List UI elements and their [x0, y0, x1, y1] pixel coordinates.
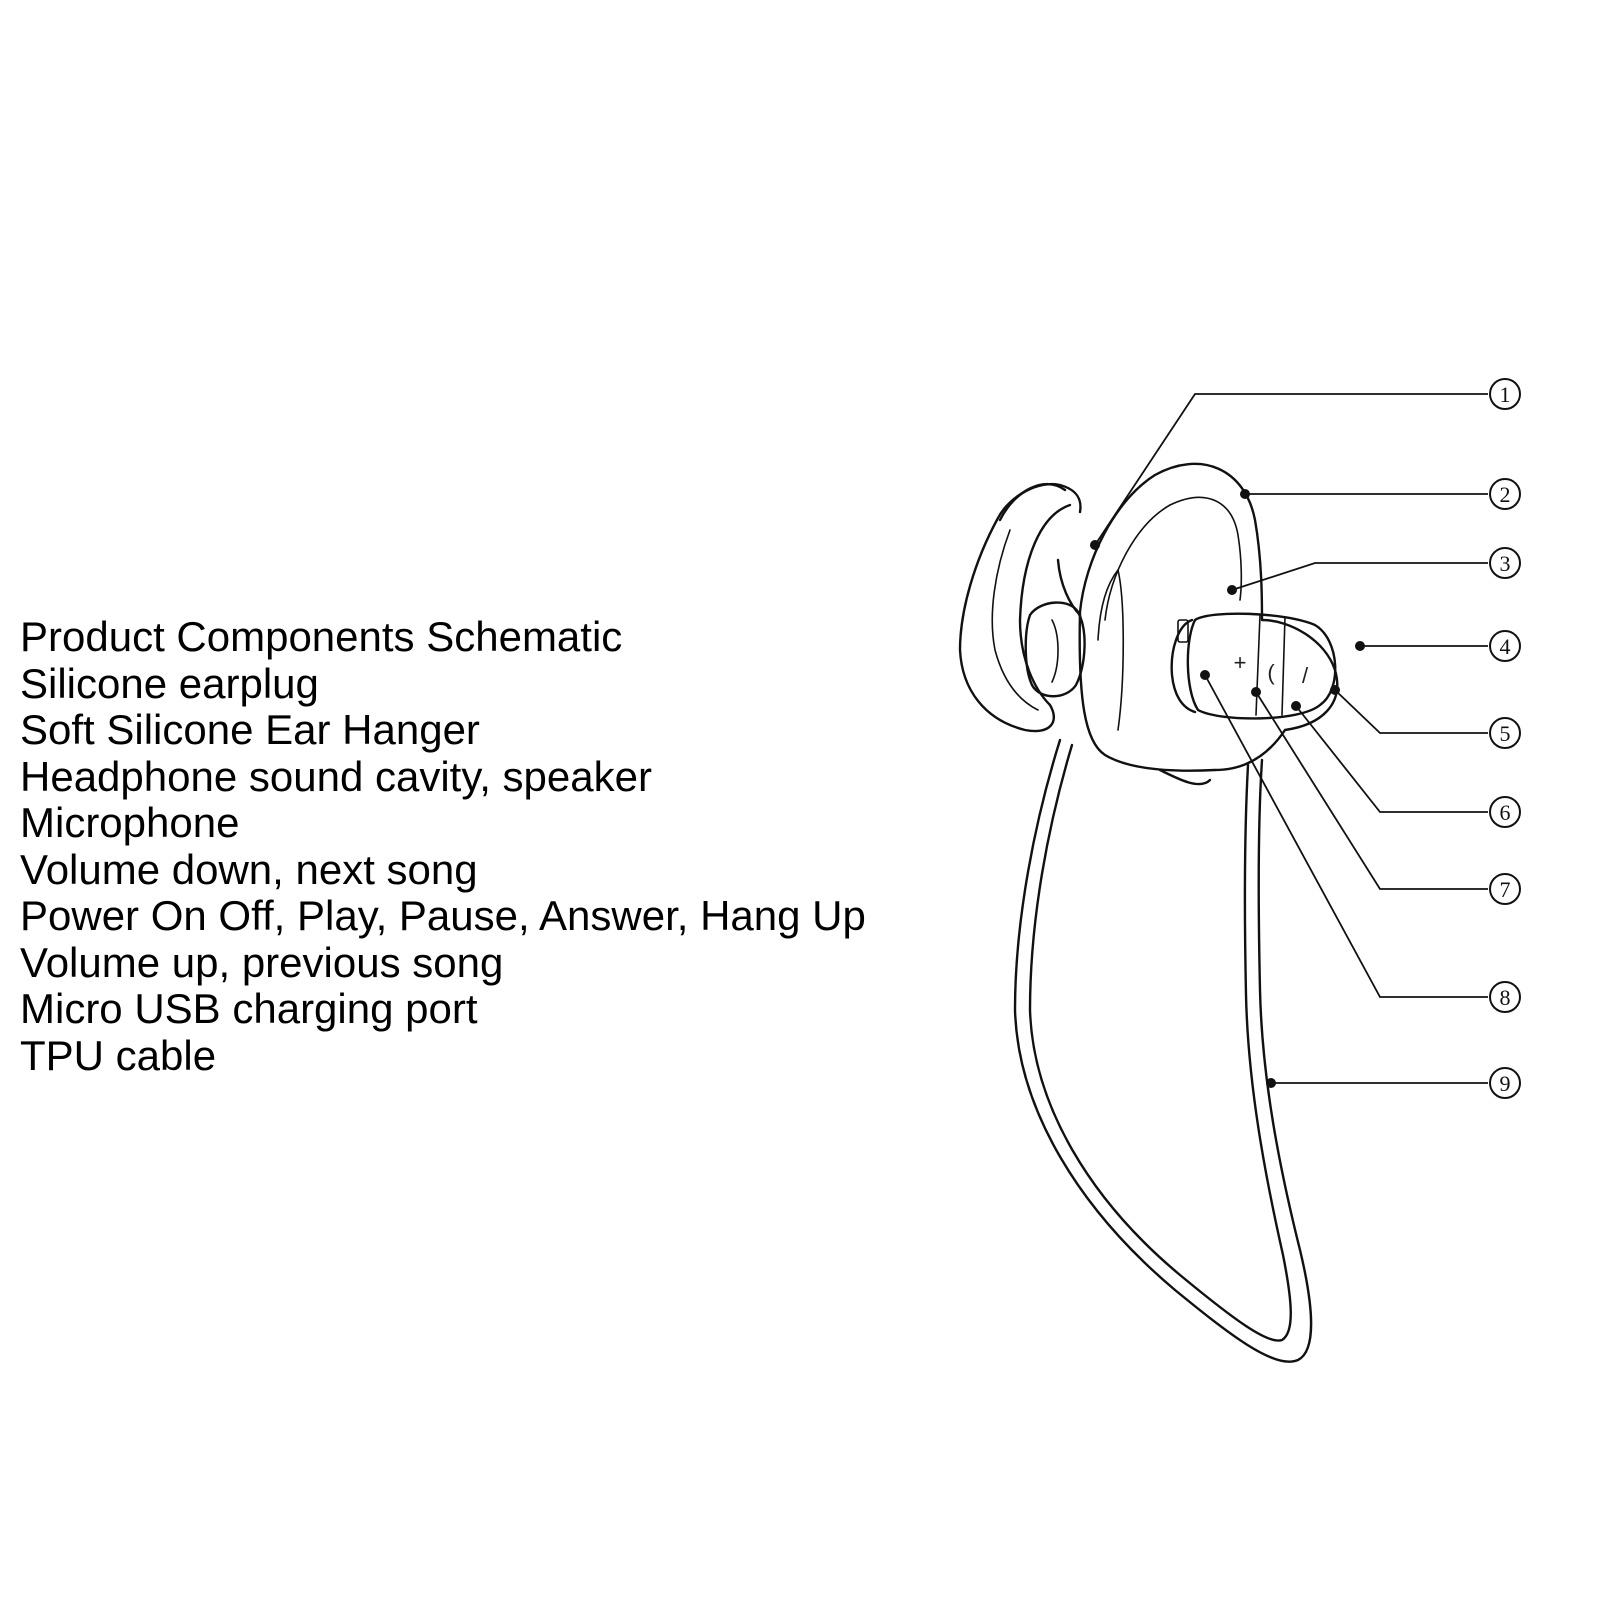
callout-number-7: 7 — [1500, 877, 1511, 902]
callout-number-1: 1 — [1500, 382, 1511, 407]
component-label-2: Soft Silicone Ear Hanger — [20, 706, 480, 753]
earplug-ring — [1051, 619, 1059, 683]
control-panel — [1186, 612, 1337, 720]
volume-up-plus-icon: + — [1234, 650, 1247, 675]
callout-number-2: 2 — [1500, 482, 1511, 507]
callout-number-4: 4 — [1500, 634, 1511, 659]
component-list: Product Components Schematic Silicone ea… — [20, 613, 866, 1079]
volume-down-minus-icon: / — [1302, 663, 1309, 688]
callout-number-6: 6 — [1500, 800, 1511, 825]
anchor-dot-9 — [1266, 1078, 1276, 1088]
callout-3: 3 — [1227, 547, 1521, 595]
panel-divider-2 — [1281, 616, 1286, 716]
anchor-dot-2 — [1240, 489, 1250, 499]
callout-number-3: 3 — [1500, 551, 1511, 576]
callout-circle-3 — [1489, 547, 1521, 579]
anchor-dot-4 — [1355, 641, 1365, 651]
panel-divider-1 — [1255, 614, 1261, 716]
leader-line-1 — [1094, 393, 1488, 546]
component-label-9: TPU cable — [20, 1031, 217, 1079]
callout-7: 7 — [1251, 687, 1521, 905]
callout-5: 5 — [1330, 685, 1521, 749]
component-label-8: Micro USB charging port — [20, 985, 478, 1032]
callout-circle-6 — [1489, 796, 1521, 828]
component-label-1: Silicone earplug — [20, 659, 319, 707]
usb-port-slot — [1177, 619, 1189, 643]
callout-4: 4 — [1355, 630, 1521, 662]
callout-circle-9 — [1489, 1067, 1521, 1099]
callout-circle-2 — [1489, 478, 1521, 510]
callout-number-9: 9 — [1500, 1071, 1511, 1096]
anchor-dot-3 — [1227, 585, 1237, 595]
callout-8: 8 — [1200, 670, 1521, 1013]
component-label-5: Volume down, next song — [20, 845, 478, 893]
front-body-ridge — [1097, 569, 1125, 731]
tpu-cable-outer — [1013, 738, 1313, 1363]
diagram-heading: Product Components Schematic — [20, 613, 623, 660]
anchor-dot-7 — [1251, 687, 1261, 697]
leader-line-6 — [1295, 705, 1488, 813]
anchor-dot-8 — [1200, 670, 1210, 680]
tpu-cable-inner — [1028, 743, 1292, 1342]
callout-circle-7 — [1489, 873, 1521, 905]
component-label-3: Headphone sound cavity, speaker — [20, 752, 652, 800]
callout-6: 6 — [1291, 701, 1521, 828]
leader-line-7 — [1255, 691, 1488, 890]
earplug-tip — [1024, 601, 1086, 698]
callout-1: 1 — [1090, 378, 1521, 550]
phone-button-icon: ( — [1267, 660, 1275, 685]
callout-number-5: 5 — [1500, 721, 1511, 746]
component-label-7: Volume up, previous song — [20, 938, 504, 986]
leader-line-5 — [1334, 689, 1488, 734]
leader-line-3 — [1231, 562, 1488, 591]
anchor-dot-6 — [1291, 701, 1301, 711]
leader-line-8 — [1204, 674, 1488, 998]
callout-circle-4 — [1489, 630, 1521, 662]
callout-9: 9 — [1266, 1067, 1521, 1099]
component-label-6: Power On Off, Play, Pause, Answer, Hang … — [20, 892, 866, 939]
anchor-dot-1 — [1090, 540, 1100, 550]
usb-port-flap — [1170, 618, 1197, 714]
callout-circle-8 — [1489, 981, 1521, 1013]
anchor-dot-5 — [1330, 685, 1340, 695]
callout-circle-1 — [1489, 378, 1521, 410]
back-ear-hook-inner — [991, 529, 1039, 711]
body-tail — [1158, 768, 1212, 786]
front-hanger-inner — [1104, 496, 1243, 621]
callout-number-8: 8 — [1500, 985, 1511, 1010]
callout-circle-5 — [1489, 717, 1521, 749]
callout-2: 2 — [1240, 478, 1521, 510]
back-hanger-loop — [998, 482, 1082, 617]
component-label-4: Microphone — [20, 799, 240, 846]
earphone-drawing: + ( / — [958, 462, 1339, 1363]
